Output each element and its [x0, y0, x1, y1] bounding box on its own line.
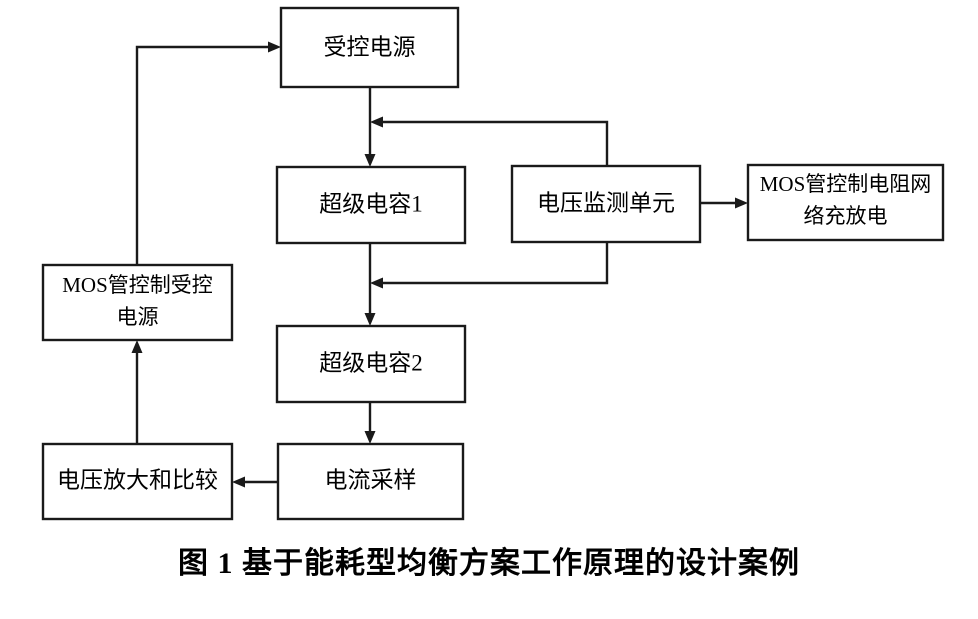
node-mos-controlled-power-source[interactable]: MOS管控制受控 电源: [41, 263, 234, 342]
node-label-voltage-monitoring-unit: 电压监测单元: [537, 190, 675, 215]
edge-layer: [131, 41, 748, 488]
node-controlled-power-source[interactable]: 受控电源: [279, 6, 460, 89]
edge-voltage-amp-to-mos-source: [131, 340, 143, 444]
node-supercapacitor-1[interactable]: 超级电容1: [275, 165, 467, 245]
node-label-controlled-power-source: 受控电源: [324, 34, 416, 59]
node-label-mos-resistor-network-line2: 络充放电: [804, 204, 888, 228]
node-label-mos-controlled-source-line2: 电源: [117, 305, 159, 329]
edge-supercap2-to-current-sampling: [364, 402, 376, 444]
node-label-voltage-amplify-compare: 电压放大和比较: [57, 467, 218, 492]
edge-voltage-monitor-to-spine-lower: [370, 242, 609, 289]
node-voltage-monitoring-unit[interactable]: 电压监测单元: [510, 164, 702, 244]
edge-current-sampling-to-voltage-amp: [232, 476, 278, 488]
edge-voltage-monitor-to-mos-resistor: [700, 197, 748, 209]
node-label-supercapacitor-2: 超级电容2: [319, 350, 423, 375]
node-voltage-amplify-compare[interactable]: 电压放大和比较: [41, 442, 234, 521]
node-layer: 受控电源 超级电容1 电压监测单元 MOS管控制电阻网 络充放电 MOS: [41, 6, 945, 521]
node-current-sampling[interactable]: 电流采样: [276, 442, 465, 521]
node-label-supercapacitor-1: 超级电容1: [319, 191, 423, 216]
edge-mos-source-to-controlled-power: [135, 41, 281, 265]
node-supercapacitor-2[interactable]: 超级电容2: [275, 324, 467, 404]
edge-voltage-monitor-to-spine-upper: [370, 116, 609, 166]
edge-controlled-power-to-supercap1: [364, 87, 376, 167]
node-label-mos-controlled-source-line1: MOS管控制受控: [62, 273, 213, 297]
figure-caption: 图 1 基于能耗型均衡方案工作原理的设计案例: [178, 547, 800, 580]
node-label-current-sampling: 电流采样: [325, 467, 417, 492]
node-mos-resistor-network-charge-discharge[interactable]: MOS管控制电阻网 络充放电: [746, 163, 945, 242]
node-label-mos-resistor-network-line1: MOS管控制电阻网: [760, 172, 932, 196]
edge-supercap1-to-supercap2: [364, 243, 376, 326]
